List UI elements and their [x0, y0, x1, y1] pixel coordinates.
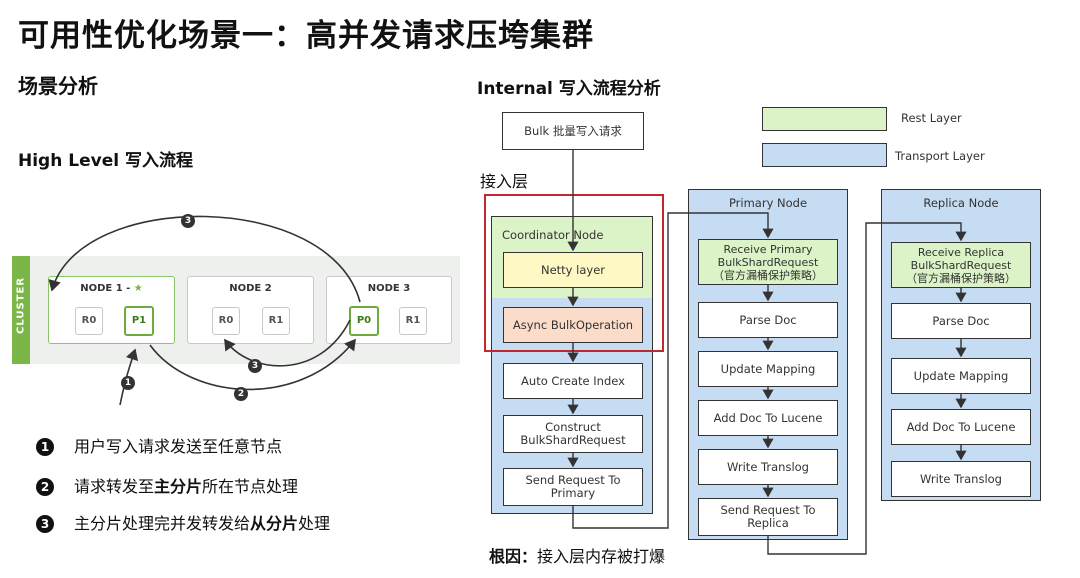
send-to-replica-box: Send Request To Replica — [698, 498, 838, 536]
construct-request-box: Construct BulkShardRequest — [503, 415, 643, 453]
cluster-bar: CLUSTER — [12, 256, 30, 364]
marker-2: 2 — [234, 387, 248, 401]
primary-add-doc-box: Add Doc To Lucene — [698, 400, 838, 436]
receive-replica-box: Receive Replica BulkShardRequest （官方漏桶保护… — [891, 242, 1031, 288]
netty-layer-box: Netty layer — [503, 252, 643, 288]
root-cause: 根因：接入层内存被打爆 — [489, 543, 665, 567]
arrow-2 — [149, 338, 356, 391]
legend-transport-swatch — [762, 143, 887, 167]
arrow-3-top — [48, 215, 361, 303]
marker-1: 1 — [121, 376, 135, 390]
shard-r0-node2: R0 — [212, 307, 240, 335]
shard-r0-node1: R0 — [75, 307, 103, 335]
bulk-request-box: Bulk 批量写入请求 — [502, 112, 644, 150]
replica-parse-doc-box: Parse Doc — [891, 303, 1031, 339]
legend-transport-label: Transport Layer — [895, 149, 985, 163]
step-2-number: 2 — [36, 478, 54, 496]
primary-parse-doc-box: Parse Doc — [698, 302, 838, 338]
legend-rest-label: Rest Layer — [901, 111, 962, 125]
arrow-1 — [119, 348, 139, 406]
high-level-heading: High Level 写入流程 — [18, 151, 193, 171]
shard-p1-node1: P1 — [124, 306, 154, 336]
step-1-number: 1 — [36, 438, 54, 456]
replica-update-mapping-box: Update Mapping — [891, 358, 1031, 394]
root-cause-label: 根因： — [489, 547, 538, 566]
legend-rest-swatch — [762, 107, 887, 131]
primary-title: Primary Node — [728, 196, 808, 210]
node-2-label: NODE 2 — [229, 283, 272, 294]
star-icon: ★ — [133, 283, 143, 294]
node-1: NODE 1 - ★ R0 P1 — [48, 276, 175, 344]
shard-r1-node2: R1 — [262, 307, 290, 335]
access-layer-label: 接入层 — [480, 172, 529, 191]
send-to-primary-box: Send Request To Primary — [503, 468, 643, 506]
replica-translog-box: Write Translog — [891, 461, 1031, 497]
root-cause-text: 接入层内存被打爆 — [537, 547, 666, 566]
receive-primary-box: Receive Primary BulkShardRequest （官方漏桶保护… — [698, 239, 838, 285]
marker-3-top: 3 — [181, 214, 195, 228]
scenario-heading: 场景分析 — [18, 74, 98, 98]
access-layer-highlight — [484, 194, 664, 352]
replica-title: Replica Node — [923, 196, 999, 210]
node-3-label: NODE 3 — [367, 283, 411, 294]
auto-create-index-box: Auto Create Index — [503, 363, 643, 399]
node-1-label: NODE 1 - ★ — [80, 283, 143, 294]
primary-translog-box: Write Translog — [698, 449, 838, 485]
page-title: 可用性优化场景一：高并发请求压垮集群 — [18, 18, 594, 54]
shard-r1-node3: R1 — [399, 307, 427, 335]
step-3-number: 3 — [36, 515, 54, 533]
node-2: NODE 2 R0 R1 — [187, 276, 314, 344]
arrow-3-bottom — [224, 319, 351, 367]
coordinator-title: Coordinator Node — [502, 228, 604, 242]
replica-add-doc-box: Add Doc To Lucene — [891, 409, 1031, 445]
node-3: NODE 3 P0 R1 — [326, 276, 452, 344]
marker-3-bottom: 3 — [248, 359, 262, 373]
primary-update-mapping-box: Update Mapping — [698, 351, 838, 387]
internal-heading: Internal 写入流程分析 — [477, 79, 661, 99]
async-bulk-box: Async BulkOperation — [503, 307, 643, 343]
